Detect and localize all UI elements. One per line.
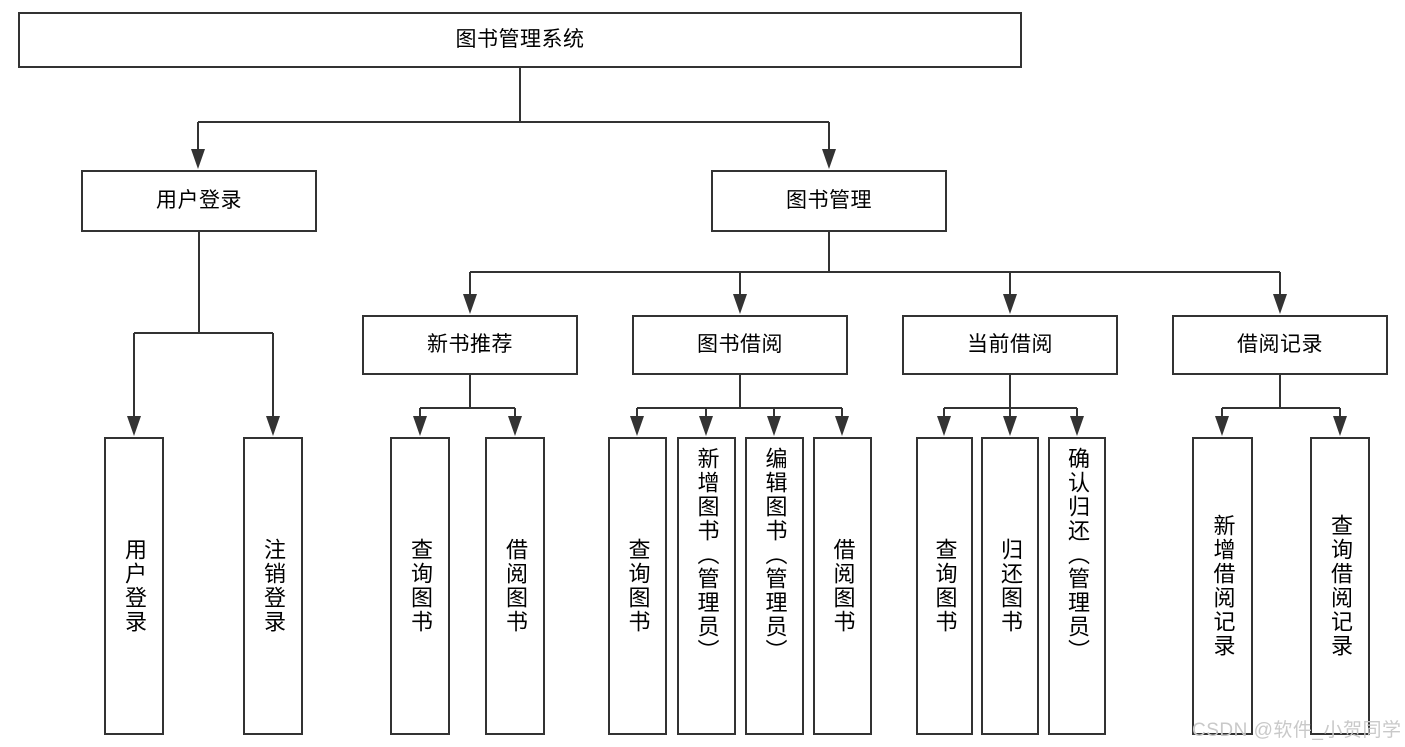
leaf-logout-label: 注销登录: [261, 538, 286, 634]
node-root[interactable]: 图书管理系统: [18, 12, 1022, 68]
leaf-query-book-3[interactable]: 查询图书: [916, 437, 973, 735]
leaf-edit-book-label: 编辑图书（管理员）: [762, 447, 788, 663]
leaf-query-book-3-label: 查询图书: [932, 538, 958, 634]
node-book-manage[interactable]: 图书管理: [711, 170, 947, 232]
leaf-return-book-label: 归还图书: [998, 538, 1023, 634]
node-user-login[interactable]: 用户登录: [81, 170, 317, 232]
node-new-book-recommend-label: 新书推荐: [427, 332, 513, 356]
node-borrow-record[interactable]: 借阅记录: [1172, 315, 1388, 375]
leaf-confirm-return[interactable]: 确认归还（管理员）: [1048, 437, 1106, 735]
node-current-borrow-label: 当前借阅: [967, 332, 1053, 356]
leaf-user-login[interactable]: 用户登录: [104, 437, 164, 735]
node-new-book-recommend[interactable]: 新书推荐: [362, 315, 578, 375]
leaf-borrow-book-1-label: 借阅图书: [503, 538, 528, 634]
leaf-add-record-label: 新增借阅记录: [1210, 514, 1236, 658]
leaf-query-record[interactable]: 查询借阅记录: [1310, 437, 1370, 735]
leaf-query-book-1-label: 查询图书: [408, 538, 433, 634]
leaf-user-login-label: 用户登录: [122, 538, 147, 634]
leaf-query-record-label: 查询借阅记录: [1328, 514, 1353, 658]
watermark: CSDN @软件_小贺同学: [1192, 720, 1402, 741]
leaf-borrow-book-2[interactable]: 借阅图书: [813, 437, 872, 735]
leaf-add-record[interactable]: 新增借阅记录: [1192, 437, 1253, 735]
leaf-logout[interactable]: 注销登录: [243, 437, 303, 735]
leaf-borrow-book-1[interactable]: 借阅图书: [485, 437, 545, 735]
leaf-edit-book[interactable]: 编辑图书（管理员）: [745, 437, 804, 735]
node-book-borrow[interactable]: 图书借阅: [632, 315, 848, 375]
leaf-query-book-1[interactable]: 查询图书: [390, 437, 450, 735]
node-book-manage-label: 图书管理: [786, 188, 872, 212]
node-borrow-record-label: 借阅记录: [1237, 332, 1323, 356]
leaf-confirm-return-label: 确认归还（管理员）: [1065, 447, 1090, 663]
node-book-borrow-label: 图书借阅: [697, 332, 783, 356]
leaf-borrow-book-2-label: 借阅图书: [830, 538, 856, 634]
leaf-add-book[interactable]: 新增图书（管理员）: [677, 437, 736, 735]
node-current-borrow[interactable]: 当前借阅: [902, 315, 1118, 375]
leaf-return-book[interactable]: 归还图书: [981, 437, 1039, 735]
node-root-label: 图书管理系统: [455, 27, 585, 51]
leaf-query-book-2[interactable]: 查询图书: [608, 437, 667, 735]
leaf-add-book-label: 新增图书（管理员）: [694, 447, 720, 663]
node-user-login-label: 用户登录: [156, 188, 242, 212]
leaf-query-book-2-label: 查询图书: [625, 538, 651, 634]
